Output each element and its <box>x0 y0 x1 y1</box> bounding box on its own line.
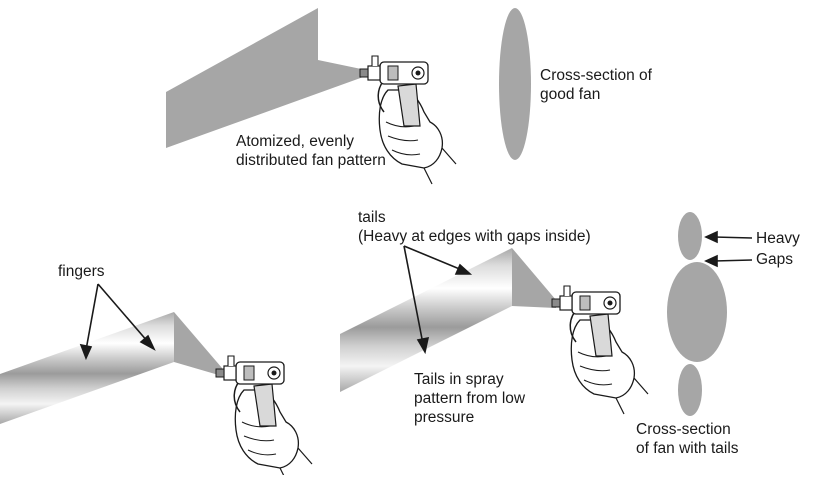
caption-line: Atomized, evenly <box>236 133 355 150</box>
caption-line: Cross-section of <box>540 67 652 84</box>
good-fan-cross-section <box>499 8 531 160</box>
tails-spray-cone <box>512 248 556 308</box>
good-fan-cross-section-caption: Cross-section of good fan <box>540 66 652 104</box>
caption-line: distributed fan pattern <box>236 152 386 169</box>
spray-gun-icon <box>215 355 313 480</box>
tails-arrows <box>403 245 473 355</box>
good-fan-caption: Atomized, evenly distributed fan pattern <box>236 132 386 170</box>
gaps-label: Gaps <box>756 250 793 269</box>
low-pressure-caption: Tails in spray pattern from low pressure <box>414 370 525 427</box>
caption-line: of fan with tails <box>636 440 739 457</box>
caption-line: Tails in spray <box>414 371 504 388</box>
caption-line: tails <box>358 209 386 226</box>
tails-cross-section <box>667 212 727 416</box>
fingers-arrows <box>79 283 156 361</box>
tails-cross-section-caption: Cross-section of fan with tails <box>636 420 739 458</box>
fingers-fan-pattern <box>0 312 174 424</box>
heavy-gaps-arrows <box>704 230 753 268</box>
spray-gun-icon <box>551 285 649 415</box>
tails-fan-pattern <box>340 248 512 392</box>
fingers-label: fingers <box>58 262 105 281</box>
caption-line: Gaps <box>756 251 794 268</box>
caption-line: Cross-section <box>636 421 731 438</box>
caption-line: (Heavy at edges with gaps inside) <box>358 228 591 245</box>
good-fan-pattern <box>166 8 366 148</box>
caption-line: Heavy <box>756 230 800 247</box>
caption-line: fingers <box>58 263 105 280</box>
fingers-spray-cone <box>174 312 222 376</box>
caption-line: pressure <box>414 409 475 426</box>
caption-line: good fan <box>540 86 601 103</box>
caption-line: pattern from low <box>414 390 526 407</box>
heavy-label: Heavy <box>756 229 800 248</box>
tails-label: tails (Heavy at edges with gaps inside) <box>358 208 591 246</box>
